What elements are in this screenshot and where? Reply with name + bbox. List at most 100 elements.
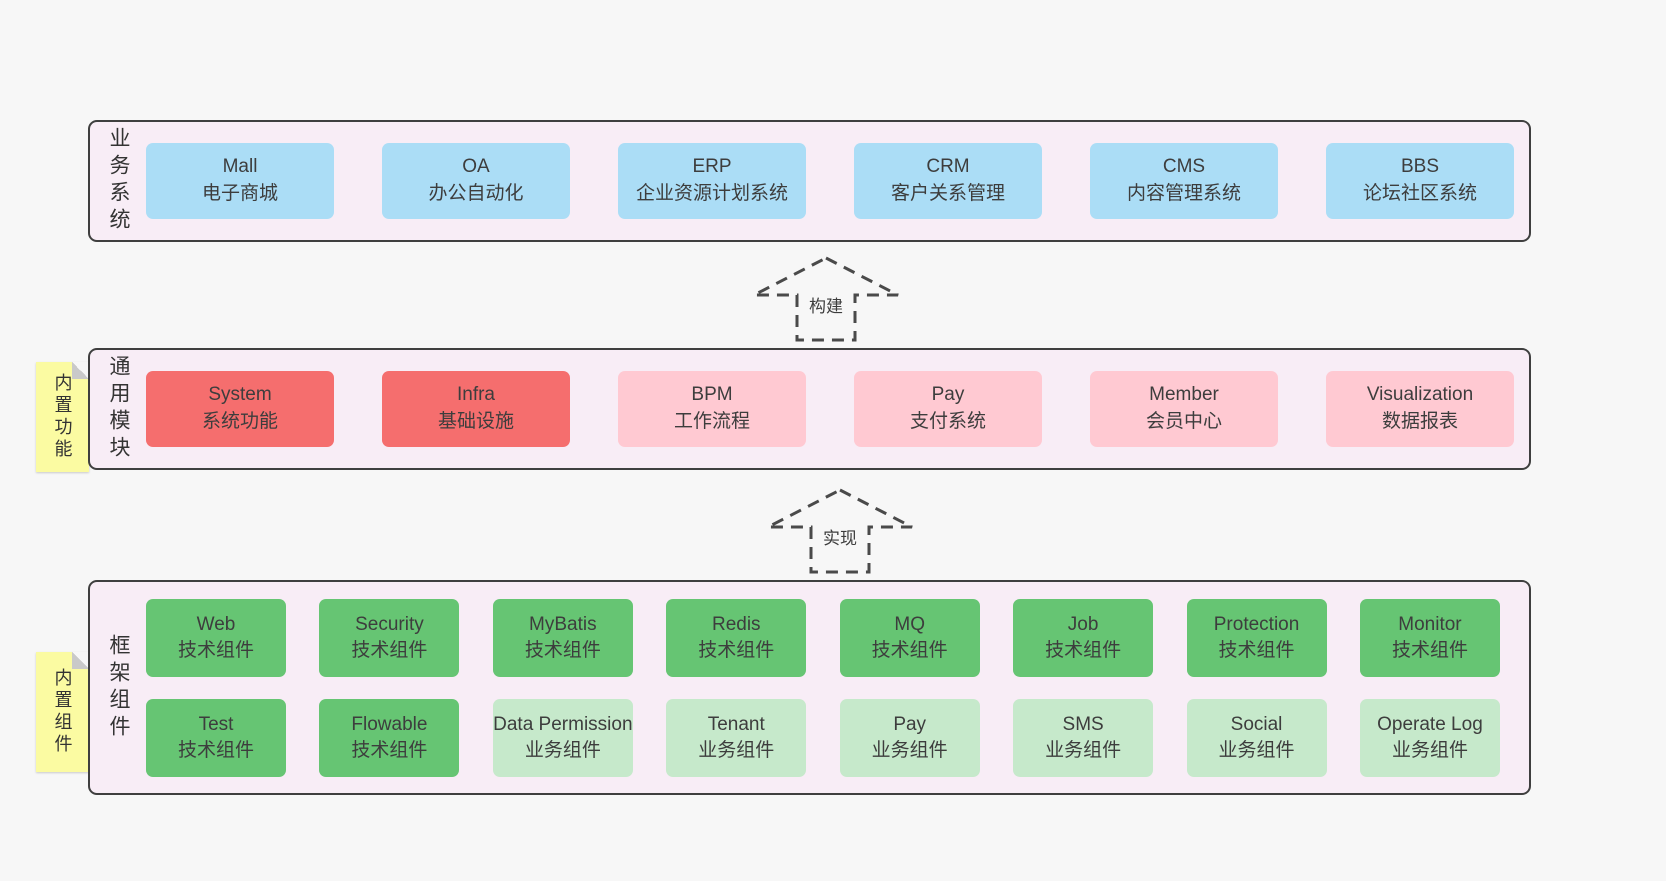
band-body: Web 技术组件 Security 技术组件 MyBatis 技术组件 Redi… — [146, 582, 1529, 793]
box-subtitle: 办公自动化 — [428, 183, 524, 204]
box-pay-module: Pay 支付系统 — [854, 371, 1042, 447]
box-crm: CRM 客户关系管理 — [854, 143, 1042, 219]
box-title: SMS — [1062, 714, 1104, 736]
box-redis: Redis 技术组件 — [666, 598, 807, 677]
box-title: Social — [1230, 714, 1283, 736]
box-security: Security 技术组件 — [319, 598, 460, 677]
box-mall: Mall 电子商城 — [146, 143, 334, 219]
box-title: Web — [196, 614, 236, 636]
box-test: Test 技术组件 — [146, 698, 286, 777]
band-framework-components: 框架组件 Web 技术组件 Security 技术组件 MyBatis 技术组件… — [88, 580, 1531, 795]
box-title: Job — [1067, 614, 1099, 636]
box-social: Social 业务组件 — [1186, 698, 1327, 777]
box-subtitle: 技术组件 — [351, 739, 428, 761]
box-title: System — [208, 384, 272, 406]
component-row-1: Web 技术组件 Security 技术组件 MyBatis 技术组件 Redi… — [146, 598, 1500, 677]
box-title: Pay — [893, 714, 927, 736]
box-subtitle: 论坛社区系统 — [1362, 183, 1477, 204]
box-subtitle: 技术组件 — [351, 639, 428, 661]
box-sms: SMS 业务组件 — [1013, 698, 1154, 777]
box-cms: CMS 内容管理系统 — [1090, 143, 1278, 219]
box-subtitle: 技术组件 — [871, 639, 948, 661]
box-title: Mall — [222, 156, 258, 178]
band-business-systems: 业务系统 Mall 电子商城 OA 办公自动化 ERP 企业资源计划系统 CRM… — [88, 120, 1531, 242]
box-subtitle: 系统功能 — [201, 411, 278, 432]
box-subtitle: 技术组件 — [1391, 639, 1468, 661]
box-title: Data Permission — [493, 714, 633, 736]
box-subtitle: 技术组件 — [698, 639, 775, 661]
box-title: Pay — [931, 384, 965, 406]
box-title: Security — [355, 614, 424, 636]
box-subtitle: 客户关系管理 — [890, 183, 1005, 204]
component-row-2: Test 技术组件 Flowable 技术组件 Data Permission … — [146, 698, 1500, 777]
box-bpm: BPM 工作流程 — [618, 371, 806, 447]
box-title: Member — [1149, 384, 1219, 406]
box-system: System 系统功能 — [146, 371, 334, 447]
band-common-modules: 通用模块 System 系统功能 Infra 基础设施 BPM 工作流程 Pay… — [88, 348, 1531, 470]
box-job: Job 技术组件 — [1013, 598, 1154, 677]
box-subtitle: 业务组件 — [698, 739, 775, 761]
box-title: Infra — [456, 384, 496, 406]
sticky-note-label: 内置组件 — [52, 668, 73, 756]
box-subtitle: 支付系统 — [909, 411, 986, 432]
box-subtitle: 企业资源计划系统 — [635, 183, 788, 204]
box-subtitle: 技术组件 — [1045, 639, 1122, 661]
box-subtitle: 业务组件 — [1218, 739, 1295, 761]
box-pay-component: Pay 业务组件 — [839, 698, 980, 777]
box-subtitle: 会员中心 — [1145, 411, 1222, 432]
box-title: ERP — [692, 156, 732, 178]
box-title: Flowable — [351, 714, 428, 736]
box-tenant: Tenant 业务组件 — [666, 698, 807, 777]
box-title: BBS — [1400, 156, 1440, 178]
box-title: Monitor — [1398, 614, 1462, 636]
up-arrow-icon — [753, 256, 899, 342]
sticky-note-label: 内置功能 — [52, 373, 73, 461]
box-oa: OA 办公自动化 — [382, 143, 570, 219]
box-title: CRM — [926, 156, 970, 178]
box-title: OA — [462, 156, 490, 178]
sticky-note-built-in-components: 内置组件 — [36, 652, 89, 772]
box-title: Tenant — [707, 714, 765, 736]
dashed-up-arrow-implement: 实现 — [765, 487, 915, 575]
box-title: MyBatis — [529, 614, 597, 636]
band-body: Mall 电子商城 OA 办公自动化 ERP 企业资源计划系统 CRM 客户关系… — [146, 122, 1529, 240]
box-subtitle: 业务组件 — [524, 739, 601, 761]
box-subtitle: 业务组件 — [871, 739, 948, 761]
box-infra: Infra 基础设施 — [382, 371, 570, 447]
band-label-business-systems: 业务系统 — [107, 127, 130, 235]
box-title: Visualization — [1366, 384, 1474, 406]
box-subtitle: 工作流程 — [673, 411, 750, 432]
box-title: Redis — [711, 614, 761, 636]
box-subtitle: 技术组件 — [177, 639, 254, 661]
band-label-framework-components: 框架组件 — [107, 633, 130, 742]
box-mybatis: MyBatis 技术组件 — [492, 598, 633, 677]
box-protection: Protection 技术组件 — [1186, 598, 1327, 677]
band-body: System 系统功能 Infra 基础设施 BPM 工作流程 Pay 支付系统… — [146, 350, 1529, 468]
box-subtitle: 技术组件 — [1218, 639, 1295, 661]
box-title: CMS — [1162, 156, 1206, 178]
box-subtitle: 电子商城 — [201, 183, 278, 204]
box-subtitle: 数据报表 — [1381, 411, 1458, 432]
box-member: Member 会员中心 — [1090, 371, 1278, 447]
box-mq: MQ 技术组件 — [839, 598, 980, 677]
up-arrow-icon — [767, 488, 913, 574]
band-label-common-modules: 通用模块 — [107, 355, 130, 463]
box-web: Web 技术组件 — [146, 598, 286, 677]
box-subtitle: 业务组件 — [1391, 739, 1468, 761]
box-subtitle: 业务组件 — [1045, 739, 1122, 761]
box-title: Operate Log — [1377, 714, 1483, 736]
box-visualization: Visualization 数据报表 — [1326, 371, 1514, 447]
box-title: BPM — [691, 384, 733, 406]
dashed-up-arrow-build: 构建 — [751, 255, 901, 343]
box-title: MQ — [894, 614, 925, 636]
arrow-label-build: 构建 — [805, 291, 847, 318]
box-subtitle: 内容管理系统 — [1126, 183, 1241, 204]
box-title: Protection — [1213, 614, 1300, 636]
box-operate-log: Operate Log 业务组件 — [1359, 698, 1500, 777]
box-subtitle: 基础设施 — [437, 411, 514, 432]
box-subtitle: 技术组件 — [177, 739, 254, 761]
box-title: Test — [198, 714, 234, 736]
box-flowable: Flowable 技术组件 — [319, 698, 460, 777]
box-monitor: Monitor 技术组件 — [1359, 598, 1500, 677]
